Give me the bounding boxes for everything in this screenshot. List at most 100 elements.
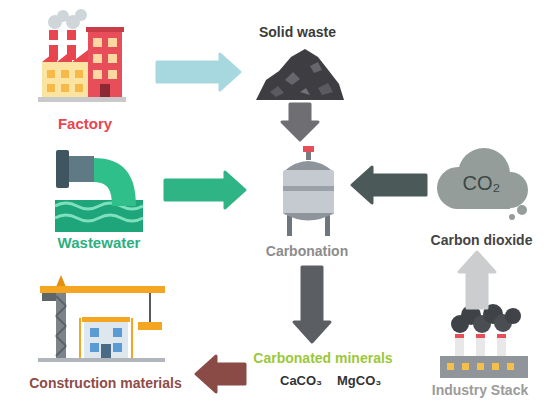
- node-label: Wastewater: [45, 234, 153, 252]
- node-label: Construction materials: [18, 374, 193, 392]
- industry-stack-icon-part: [507, 363, 514, 370]
- node-label: MgCO₃: [337, 372, 381, 390]
- node-label: Carbon dioxide: [428, 231, 535, 249]
- node-label: Industry Stack: [425, 381, 535, 399]
- icon-node: Wastewater: [45, 145, 153, 253]
- industry-stack-icon-part: [462, 363, 469, 370]
- factory-icon-part: [42, 50, 88, 62]
- flow-arrow: [282, 104, 318, 140]
- construction-crane-icon-part: [90, 343, 99, 352]
- factory-icon-part: [42, 62, 90, 98]
- waste-pile-icon-part: [270, 86, 284, 97]
- construction-crane-icon-part: [42, 293, 56, 301]
- icon-node: Solid waste: [245, 18, 350, 102]
- industry-stack-icon-part: [492, 363, 499, 370]
- factory-icon-part: [49, 40, 58, 45]
- factory-icon-part: [100, 84, 110, 98]
- construction-crane-icon-part: [101, 344, 111, 360]
- factory-icon-part: [67, 40, 76, 45]
- construction-crane-icon-part: [56, 275, 66, 287]
- construction-crane-icon: [38, 275, 165, 362]
- reactor-icon-part: [283, 170, 334, 215]
- waste-pile-icon-part: [318, 83, 333, 95]
- industry-stack-icon-part: [505, 308, 521, 324]
- construction-crane-icon-part: [113, 343, 122, 352]
- wastewater-icon-part: [55, 215, 143, 221]
- flow-arrow: [352, 167, 426, 203]
- factory-icon-part: [75, 9, 87, 21]
- construction-crane-icon-part: [79, 318, 81, 360]
- industry-stack-icon-part: [476, 334, 485, 338]
- construction-crane-icon-part: [56, 288, 66, 360]
- factory-icon-part: [86, 27, 124, 32]
- icon-node: Carbonation: [262, 145, 352, 263]
- factory-icon: [38, 9, 126, 102]
- node-label: Carbonated minerals: [248, 349, 398, 367]
- construction-crane-icon-part: [56, 296, 66, 356]
- factory-icon-part: [93, 70, 102, 79]
- industry-stack-icon-part: [477, 363, 484, 370]
- factory-icon-part: [93, 54, 102, 63]
- node-label: Factory: [35, 115, 135, 133]
- factory-icon-part: [108, 54, 117, 63]
- flow-arrow: [459, 252, 495, 308]
- factory-icon-part: [75, 84, 83, 92]
- construction-crane-icon-part: [82, 317, 130, 322]
- factory-icon-part: [61, 84, 69, 92]
- construction-crane-icon-part: [40, 286, 165, 293]
- construction-crane-icon-part: [149, 293, 151, 322]
- wastewater-icon-part: [68, 156, 94, 182]
- factory-icon-part: [38, 97, 126, 102]
- wastewater-icon: [55, 150, 143, 232]
- waste-pile-icon-part: [300, 88, 310, 95]
- industry-stack-icon-part: [447, 363, 454, 370]
- reactor-icon-part: [283, 213, 334, 221]
- industry-stack-icon: [440, 304, 528, 378]
- wastewater-icon-part: [56, 150, 69, 188]
- construction-crane-icon-part: [131, 318, 133, 360]
- node-label: CaCO₃: [280, 372, 322, 390]
- waste-pile-icon: [256, 49, 344, 100]
- waste-pile-icon-part: [310, 62, 322, 73]
- co2-cloud-icon-part: [509, 214, 515, 220]
- icon-node: Construction materials: [18, 272, 193, 394]
- waste-pile-icon-part: [256, 49, 344, 100]
- flow-arrow: [196, 356, 245, 392]
- factory-icon-part: [47, 70, 55, 78]
- construction-crane-icon-part: [90, 328, 99, 337]
- co2-cloud-icon-part: [517, 205, 527, 215]
- construction-crane-icon-part: [138, 322, 162, 330]
- factory-icon-part: [61, 70, 69, 78]
- factory-icon-part: [108, 70, 117, 79]
- icon-node: Factory: [35, 10, 135, 135]
- icon-node: Industry Stack: [425, 318, 535, 400]
- factory-icon-part: [108, 38, 117, 47]
- icon-node: CO₂ Carbon dioxide: [428, 145, 535, 250]
- icon-node: Carbonated mineralsCaCO₃ MgCO₃: [248, 345, 398, 395]
- industry-stack-icon-part: [440, 356, 528, 378]
- waste-pile-icon-part: [285, 72, 300, 85]
- industry-stack-icon-part: [455, 334, 464, 338]
- reactor-icon-part: [283, 186, 334, 191]
- reactor-icon-part: [303, 146, 314, 152]
- factory-icon-part: [47, 84, 55, 92]
- flow-arrow: [165, 172, 245, 208]
- industry-stack-icon-part: [497, 334, 506, 338]
- flow-arrow: [294, 267, 330, 342]
- factory-icon-part: [88, 30, 122, 98]
- cloud-formula: CO₂: [428, 171, 535, 195]
- factory-icon-part: [93, 38, 102, 47]
- construction-crane-icon-part: [38, 358, 165, 362]
- construction-crane-icon-part: [84, 322, 128, 360]
- reactor-icon-part: [306, 152, 311, 160]
- reactor-icon: [283, 146, 334, 236]
- construction-crane-icon-part: [113, 328, 122, 337]
- node-label: Solid waste: [245, 23, 350, 41]
- node-label: Carbonation: [262, 242, 352, 260]
- factory-icon-part: [75, 70, 83, 78]
- wastewater-icon-part: [93, 158, 136, 206]
- flow-arrow: [157, 54, 240, 90]
